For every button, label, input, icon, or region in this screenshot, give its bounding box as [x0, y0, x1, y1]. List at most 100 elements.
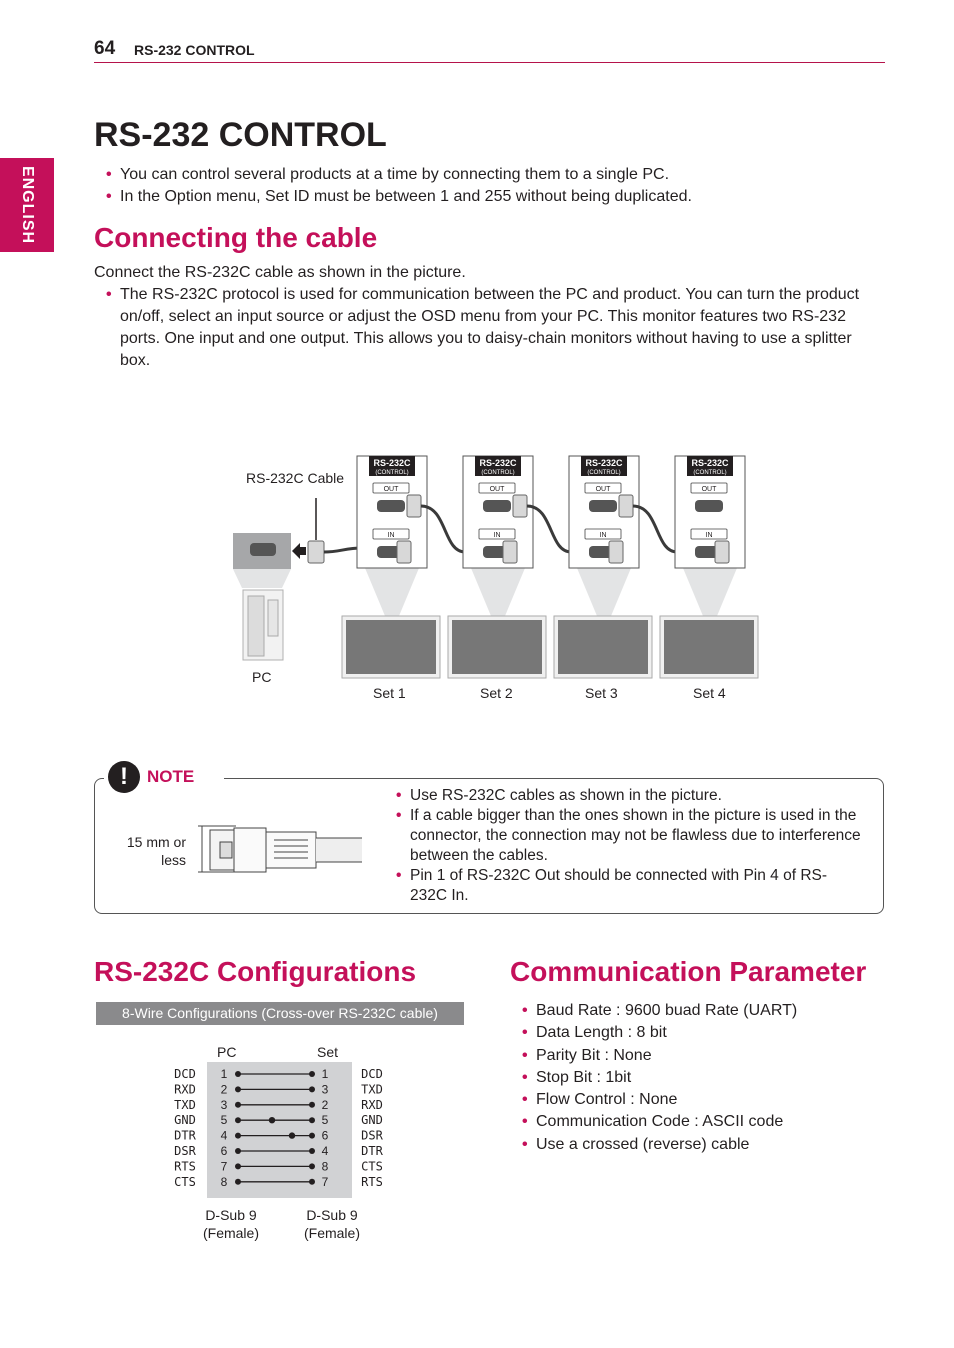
set-pin-number: 4 [322, 1144, 329, 1158]
wiring-panel [207, 1062, 352, 1198]
out-port-label: OUT [490, 486, 506, 493]
rs232-panel-subtitle: (CONTROL) [481, 470, 514, 476]
pc-label: PC [252, 669, 272, 685]
rs232-panel-title: RS-232C [479, 458, 517, 468]
set-signal-label: DCD [361, 1067, 383, 1081]
set-pin-number: 7 [322, 1175, 329, 1189]
pc-signal-label: GND [174, 1113, 196, 1127]
cable-wire [420, 504, 466, 554]
section-heading-config: RS-232C Configurations [94, 956, 417, 987]
pc-pin-number: 2 [221, 1082, 228, 1096]
pc-signal-label: CTS [174, 1175, 196, 1189]
header-divider [94, 62, 885, 63]
note-list: Use RS-232C cables as shown in the pictu… [384, 786, 864, 906]
set-pin-number: 5 [322, 1113, 329, 1127]
out-port-connector [695, 500, 723, 512]
note-label: NOTE [147, 767, 195, 786]
set-signal-label: DSR [361, 1129, 383, 1143]
out-port-connector [589, 500, 617, 512]
set-label: Set 2 [480, 685, 513, 701]
cable-plug [502, 540, 518, 564]
pc-connector-label: D-Sub 9 (Female) [202, 1207, 259, 1241]
set-signal-label: RXD [361, 1098, 383, 1112]
set-signal-label: CTS [361, 1159, 383, 1173]
pc-signal-label: RTS [174, 1159, 196, 1173]
note-bullet: Use RS-232C cables as shown in the pictu… [384, 786, 864, 806]
comm-param-item: Baud Rate : 9600 buad Rate (UART) [510, 1000, 910, 1023]
pc-signal-label: TXD [174, 1098, 196, 1112]
in-port-label-box [584, 528, 622, 540]
set-beam [577, 568, 631, 616]
pc-pin-number: 8 [221, 1175, 228, 1189]
language-tab: ENGLISH [0, 158, 54, 252]
set-label: Set 3 [585, 685, 618, 701]
wiring-pc-header: PC [217, 1044, 237, 1060]
pc-pin-number: 7 [221, 1159, 228, 1173]
intro-list: You can control several products at a ti… [94, 164, 884, 208]
set-signal-label: GND [361, 1113, 383, 1127]
out-port-label-box [372, 482, 410, 494]
pc-pin-number: 6 [221, 1144, 228, 1158]
exclamation-icon: ! [108, 761, 140, 793]
out-port-connector [483, 500, 511, 512]
out-port-label-box [690, 482, 728, 494]
set-beam [683, 568, 737, 616]
rs232-panel-subtitle: (CONTROL) [375, 470, 408, 476]
out-port-label: OUT [702, 486, 718, 493]
set-label: Set 4 [693, 685, 726, 701]
comm-param-item: Flow Control : None [510, 1089, 910, 1112]
connector-size-label: 15 mm or less [126, 834, 186, 868]
set-label: Set 1 [373, 685, 406, 701]
pc-pin-number: 3 [221, 1098, 228, 1112]
set-pin-number: 1 [322, 1067, 329, 1081]
set-beam [365, 568, 419, 616]
set-pin-number: 2 [322, 1098, 329, 1112]
out-port-label-box [584, 482, 622, 494]
out-port-label: OUT [384, 486, 400, 493]
section-heading-connecting: Connecting the cable [94, 222, 378, 253]
set-signal-label: TXD [361, 1082, 383, 1096]
cable-wire [526, 504, 572, 554]
pc-signal-label: DTR [174, 1129, 196, 1143]
rs232-panel-title: RS-232C [373, 458, 411, 468]
cable-label: RS-232C Cable [246, 470, 345, 486]
rs232-panel-title: RS-232C [585, 458, 623, 468]
comm-param-item: Data Length : 8 bit [510, 1022, 910, 1045]
pc-port-beam [233, 569, 291, 588]
monitor-screen [452, 620, 542, 674]
set-pin-number: 3 [322, 1082, 329, 1096]
arrow-icon [292, 543, 300, 559]
set-connector-label: D-Sub 9 (Female) [303, 1207, 360, 1241]
running-header: RS-232 CONTROL [134, 42, 255, 58]
note-box [94, 778, 884, 914]
cable-plug [608, 540, 624, 564]
connector-illustration [198, 825, 362, 873]
comm-param-list: Baud Rate : 9600 buad Rate (UART) Data L… [510, 1000, 910, 1156]
rs232-panel-header [475, 456, 521, 476]
wire-junction [268, 1117, 276, 1124]
comm-param-item: Use a crossed (reverse) cable [510, 1134, 910, 1157]
connecting-intro: Connect the RS-232C cable as shown in th… [94, 264, 466, 281]
in-port-label: IN [494, 532, 501, 539]
intro-bullet: You can control several products at a ti… [94, 164, 884, 186]
set-beam [471, 568, 525, 616]
wiring-set-header: Set [317, 1044, 339, 1060]
cable-plug [396, 540, 412, 564]
monitor-screen [558, 620, 648, 674]
in-port-label: IN [388, 532, 395, 539]
in-port-label-box [372, 528, 410, 540]
monitor-screen [664, 620, 754, 674]
out-port-connector [377, 500, 405, 512]
rs232-panel-header [687, 456, 733, 476]
pc-port-connector [250, 543, 276, 556]
section-heading-comm: Communication Parameter [510, 956, 867, 987]
set-pin-number: 8 [322, 1159, 329, 1173]
wire-junction [288, 1132, 296, 1139]
config-caption-bar: 8-Wire Configurations (Cross-over RS-232… [96, 1002, 464, 1025]
in-port-label: IN [706, 532, 713, 539]
note-bullet: If a cable bigger than the ones shown in… [384, 806, 864, 866]
cable-plug [714, 540, 730, 564]
comm-param-item: Stop Bit : 1bit [510, 1067, 910, 1090]
monitor-screen [346, 620, 436, 674]
